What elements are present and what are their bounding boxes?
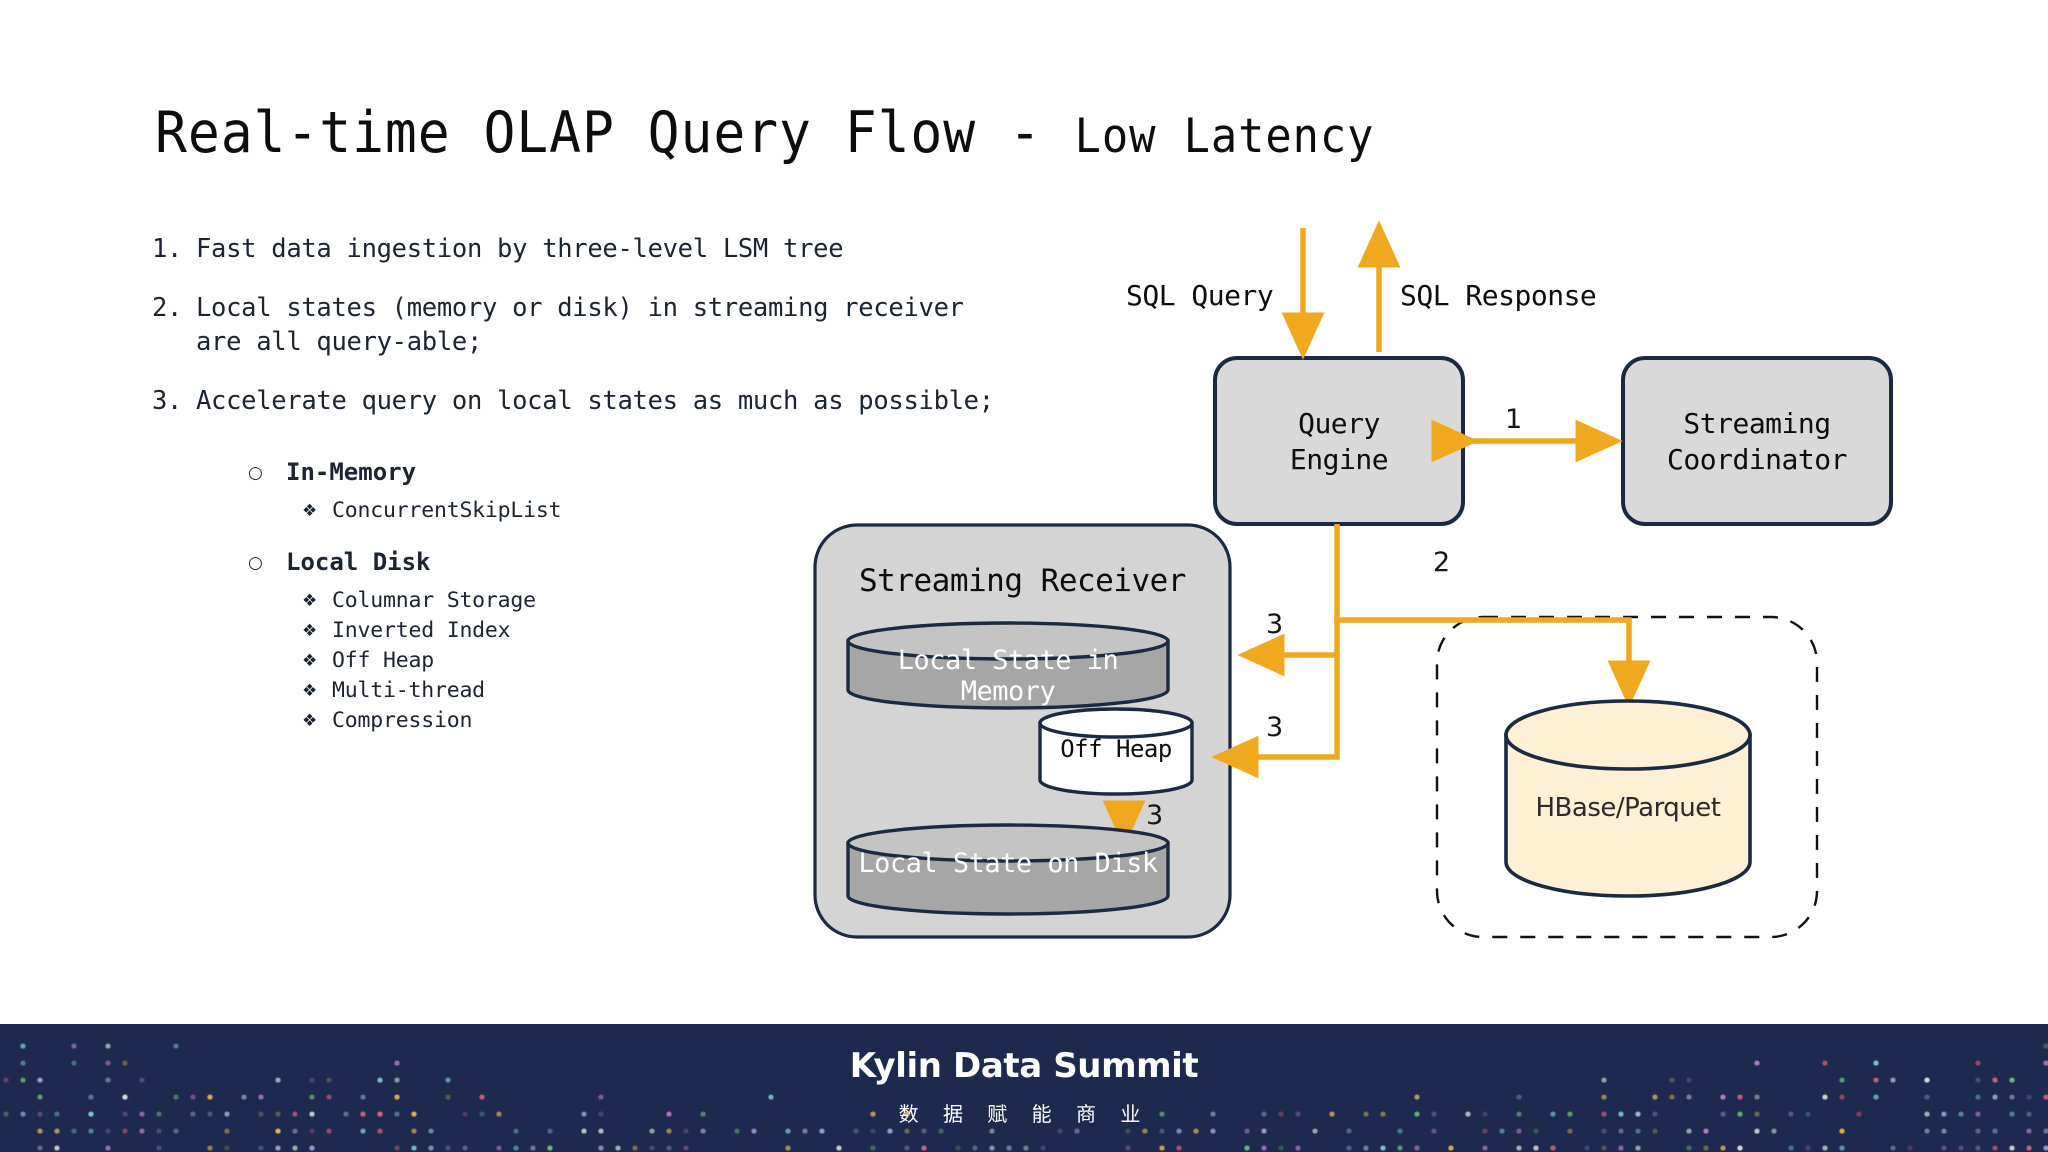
sql-query-label: SQL Query: [1126, 279, 1274, 312]
sub-bullet-label: Local Disk: [286, 548, 431, 576]
sub-sub-bullet-label: Columnar Storage: [332, 588, 536, 613]
sub-sub-bullet: ❖ Inverted Index: [302, 616, 1052, 646]
bullet-number: 2.: [152, 293, 183, 323]
sub-sub-bullet: ❖ Columnar Storage: [302, 586, 1052, 616]
circle-bullet-icon: ○: [248, 553, 263, 573]
bullet-item-2: 2. Local states (memory or disk) in stre…: [152, 291, 1052, 359]
sub-sub-bullet-label: Off Heap: [332, 648, 434, 673]
sub-bullet-local-disk: ○ Local Disk: [248, 546, 1052, 580]
bullet-text: Fast data ingestion by three-level LSM t…: [196, 234, 844, 264]
diamond-bullet-icon: ❖: [302, 591, 318, 611]
bullet-number: 1.: [152, 234, 183, 264]
bullet-number: 3.: [152, 386, 183, 416]
sub-sub-bullet: ❖ ConcurrentSkipList: [302, 496, 1052, 526]
sub-sub-bullet-label: ConcurrentSkipList: [332, 498, 562, 523]
sub-sub-bullet-label: Compression: [332, 708, 473, 733]
hbase-parquet-label: HBase/Parquet: [1535, 793, 1721, 823]
bullet-text-continued: are all query-able;: [196, 327, 482, 357]
local-state-memory-label: Local State in Memory: [897, 645, 1119, 707]
diamond-bullet-icon: ❖: [302, 681, 318, 701]
sub-sub-list-local-disk: ❖ Columnar Storage ❖ Inverted Index ❖ Of…: [302, 586, 1052, 736]
bullet-item-3: 3. Accelerate query on local states as m…: [152, 384, 1052, 418]
sub-sub-bullet: ❖ Off Heap: [302, 646, 1052, 676]
footer-brand: Kylin Data Summit: [849, 1046, 1199, 1086]
architecture-diagram: SQL Query SQL Response Query Engine Stre…: [813, 220, 1893, 939]
streaming-coordinator-label-line2: Coordinator: [1667, 442, 1847, 476]
sub-bullet-list: ○ In-Memory ❖ ConcurrentSkipList ○ Local…: [152, 456, 1052, 736]
page-title-sub: Low Latency: [1074, 109, 1375, 164]
sql-response-label: SQL Response: [1400, 279, 1597, 312]
bullet-item-1: 1. Fast data ingestion by three-level LS…: [152, 232, 1052, 266]
bullet-list: 1. Fast data ingestion by three-level LS…: [152, 232, 1052, 756]
page-title: Real-time OLAP Query Flow - Low Latency: [155, 100, 1374, 166]
sub-sub-bullet: ❖ Multi-thread: [302, 676, 1052, 706]
step-number-3-offheap: 3: [1266, 712, 1284, 743]
diamond-bullet-icon: ❖: [302, 501, 318, 521]
step-number-3-memory: 3: [1266, 609, 1284, 640]
bullet-text: Accelerate query on local states as much…: [196, 386, 994, 416]
circle-bullet-icon: ○: [248, 463, 263, 483]
step-number-2: 2: [1433, 547, 1451, 578]
sub-sub-bullet-label: Inverted Index: [332, 618, 511, 643]
dot-pattern-decoration: [0, 1024, 2048, 1152]
streaming-coordinator-label-line1: Streaming: [1683, 407, 1831, 440]
sub-bullet-in-memory: ○ In-Memory: [248, 456, 1052, 490]
streaming-receiver-title: Streaming Receiver: [859, 563, 1186, 599]
diamond-bullet-icon: ❖: [302, 651, 318, 671]
diamond-bullet-icon: ❖: [302, 621, 318, 641]
sub-sub-bullet: ❖ Compression: [302, 706, 1052, 736]
local-state-disk-label: Local State on Disk: [858, 848, 1158, 879]
sub-sub-bullet-label: Multi-thread: [332, 678, 485, 703]
query-engine-label-line1: Query: [1298, 407, 1380, 440]
off-heap-label: Off Heap: [1060, 735, 1172, 763]
page-title-main: Real-time OLAP Query Flow -: [155, 100, 1042, 166]
step-number-1: 1: [1505, 404, 1523, 435]
query-engine-label-line2: Engine: [1289, 442, 1389, 476]
sub-bullet-label: In-Memory: [286, 458, 417, 486]
diamond-bullet-icon: ❖: [302, 711, 318, 731]
footer-tagline: 数 据 赋 能 商 业: [898, 1102, 1150, 1126]
sub-sub-list-in-memory: ❖ ConcurrentSkipList: [302, 496, 1052, 526]
step-number-3-disk: 3: [1146, 800, 1164, 831]
query-engine-node: Query Engine: [1215, 406, 1463, 478]
streaming-coordinator-node: Streaming Coordinator: [1623, 406, 1891, 478]
bullet-text: Local states (memory or disk) in streami…: [196, 293, 964, 323]
footer-banner: Kylin Data Summit 数 据 赋 能 商 业: [0, 1024, 2048, 1152]
